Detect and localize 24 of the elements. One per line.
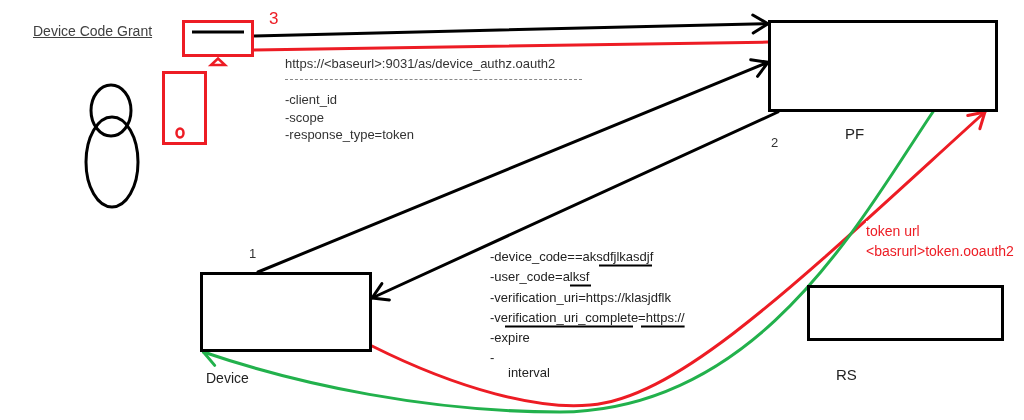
arrow [256,58,770,274]
parameter-text: -user_code=alksf [490,269,590,284]
step-number: 2 [771,135,779,150]
arrow [252,13,770,38]
node-label: Device [206,369,249,387]
connector-line [252,40,770,52]
parameter-text: -verification_uri=https://klasjdflk [490,290,671,305]
parameter-text: - [490,350,495,365]
parameter-text: interval [508,365,550,380]
parameter-text: -response_type=token [285,127,414,142]
curved-arrow [370,110,987,408]
curved-arrow [201,110,935,414]
arrow [370,110,780,302]
parameter-text: -client_id [285,92,338,107]
step-number: 3 [269,9,279,29]
parameter-text: -device_code==aksdfjlkasdjf [490,249,654,264]
step-number: 1 [249,246,257,261]
parameter-text: -verification_uri_complete=https:// [490,310,685,325]
parameter-text: -expire [490,330,530,345]
node-label: RS [836,366,857,384]
diagram-title: Device Code Grant [33,22,153,40]
parameter-text: -scope [285,110,325,125]
url-text: https://<baseurl>:9031/as/device_authz.oauth2 [285,56,556,71]
node-label: PF [845,125,865,143]
